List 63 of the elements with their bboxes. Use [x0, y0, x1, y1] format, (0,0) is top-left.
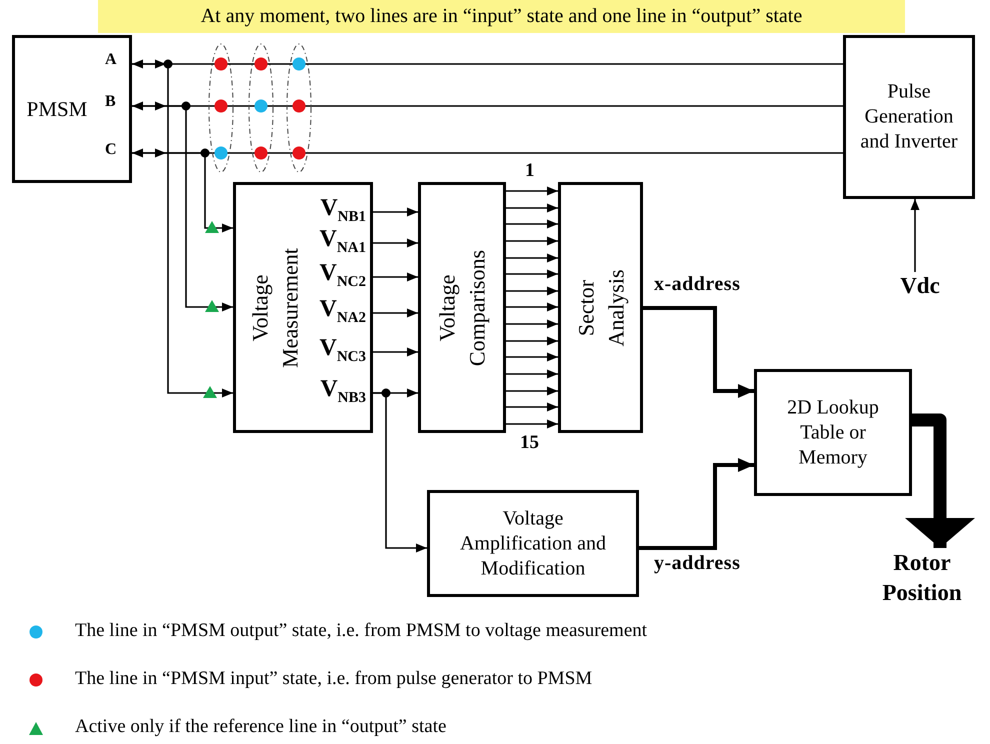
arrow — [132, 63, 233, 398]
arrow — [506, 254, 558, 262]
arrow — [132, 60, 843, 68]
index-label: 15 — [520, 432, 539, 454]
arrow — [506, 370, 558, 378]
arrow — [639, 458, 754, 550]
pin-label: B — [105, 93, 116, 111]
block-label: Sector Analysis — [572, 268, 630, 348]
arrow — [373, 238, 418, 248]
block-label: Voltage Amplification and Modification — [458, 506, 608, 581]
arrow — [373, 348, 418, 356]
arrow — [506, 204, 558, 212]
process-box — [754, 369, 912, 496]
arrow — [506, 336, 558, 346]
index-label: 1 — [525, 160, 534, 182]
arrow — [506, 302, 558, 312]
process-box — [233, 182, 373, 433]
block-label: 2D Lookup Table or Memory — [786, 395, 880, 470]
process-box — [427, 490, 639, 597]
thick-arrow — [905, 414, 975, 548]
signal-label: V$_{NC2}$ — [319, 261, 366, 290]
block-label: Voltage Measurement — [246, 246, 303, 370]
signal-label: V$_{NB3}$ — [320, 377, 366, 406]
pin-label: C — [105, 141, 117, 159]
signal-label: V$_{NA1}$ — [319, 227, 366, 256]
process-box — [843, 35, 975, 199]
motor-box — [12, 35, 132, 183]
process-box — [418, 182, 506, 433]
block-label: PMSM — [26, 96, 88, 122]
arrow — [910, 199, 920, 272]
process-box — [558, 182, 643, 433]
block-label: Voltage Comparisons — [433, 248, 490, 368]
signal-label: V$_{NA2}$ — [319, 297, 366, 326]
legend-text: The line in “PMSM output” state, i.e. from PMSM to voltage measurement — [75, 620, 648, 642]
arrow — [373, 208, 418, 216]
arrow — [506, 236, 558, 246]
arrow — [506, 386, 558, 396]
pin-label: A — [105, 51, 117, 69]
arrow — [506, 420, 558, 428]
arrow — [132, 148, 843, 158]
arrow — [506, 286, 558, 296]
arrow — [132, 105, 233, 312]
arrow — [506, 320, 558, 328]
node-label: Vdc — [899, 272, 941, 300]
title-banner: At any moment, two lines are in “input” state and one line in “output” state — [98, 0, 905, 33]
arrow — [132, 102, 843, 110]
node-label: Rotor Position — [881, 549, 963, 607]
arrow — [643, 306, 754, 398]
arrow — [506, 186, 558, 196]
arrow — [373, 272, 418, 282]
arrow — [506, 352, 558, 362]
edge-label: y-address — [652, 552, 742, 575]
signal-label: V$_{NC3}$ — [319, 336, 366, 365]
signal-label: V$_{NB1}$ — [320, 196, 366, 225]
arrow — [373, 392, 427, 552]
arrow — [506, 220, 558, 228]
legend-text: The line in “PMSM input” state, i.e. from pulse generator to PMSM — [75, 668, 592, 690]
arrow — [373, 308, 418, 318]
legend-text: Active only if the reference line in “output” state — [75, 716, 446, 738]
arrow — [506, 270, 558, 278]
arrow — [506, 402, 558, 412]
block-label: Pulse Generation and Inverter — [859, 80, 959, 154]
arrow — [132, 152, 233, 232]
